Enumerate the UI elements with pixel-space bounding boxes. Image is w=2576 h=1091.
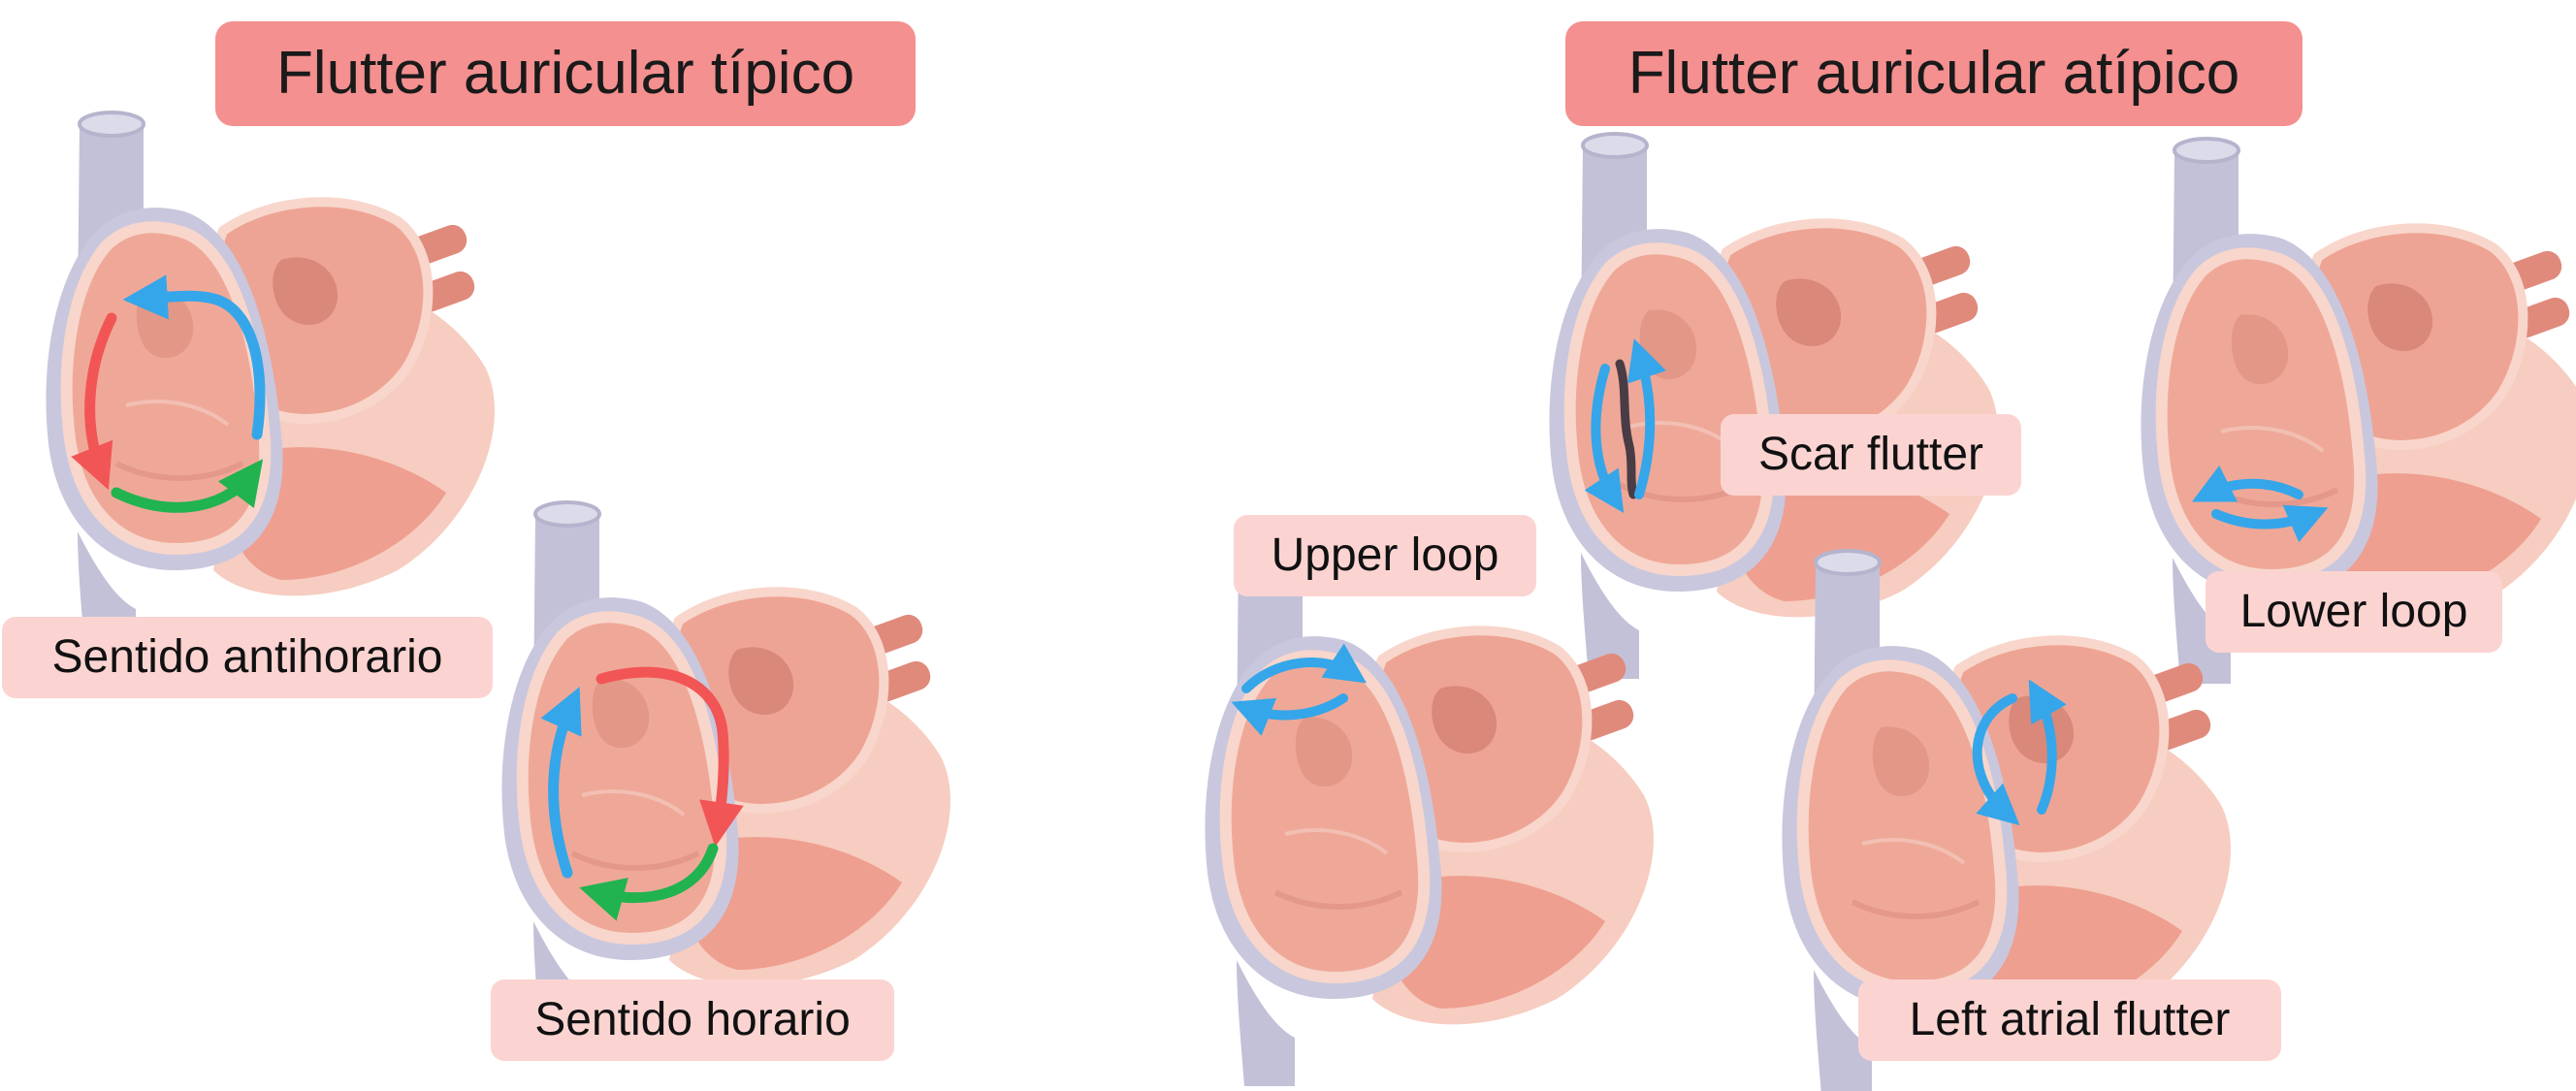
heart-lower-loop-illustration [2124,141,2576,645]
heart-scar-flutter-illustration [1532,136,1998,640]
typical-flutter-title: Flutter auricular típico [215,21,916,126]
blue-arrow-up [2028,679,2067,815]
atypical-flutter-title: Flutter auricular atípico [1565,21,2302,126]
green-arrow [111,459,264,513]
blue-arrow-up [1627,338,1666,499]
heart-upper-loop-illustration [1188,543,1654,1047]
label-counterclockwise: Sentido antihorario [2,617,493,698]
label-left-atrial-flutter: Left atrial flutter [1858,979,2281,1061]
blue-arrow-lower [2211,504,2329,543]
blue-arrow [540,687,582,879]
label-upper-loop: Upper loop [1234,515,1536,596]
blue-arrow [122,274,266,440]
scar-line [1615,359,1638,499]
blue-arrow-upper [2191,465,2303,502]
heart-counterclockwise-illustration [29,114,495,619]
blue-arrow-lower [1231,693,1348,736]
green-arrow [579,843,719,921]
heart-left-atrial-flutter-illustration [1765,553,2231,1057]
label-scar-flutter: Scar flutter [1721,414,2021,496]
heart-clockwise-illustration [485,504,950,1009]
blue-arrow-down [1584,364,1625,514]
label-lower-loop: Lower loop [2206,571,2502,653]
label-clockwise: Sentido horario [491,979,894,1061]
blue-arrow-upper [1241,643,1367,693]
red-arrow [71,312,117,491]
blue-arrow-down [1972,693,2020,826]
red-arrow [596,666,744,848]
